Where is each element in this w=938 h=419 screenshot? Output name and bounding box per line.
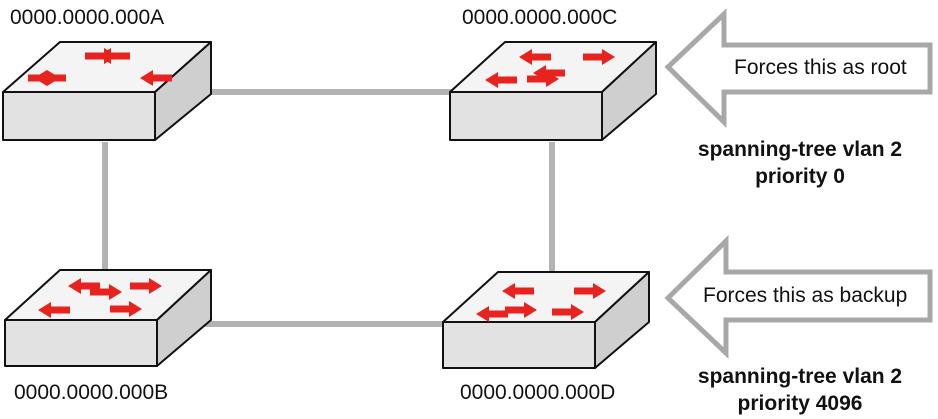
switch-c[interactable] — [449, 41, 657, 141]
switch-side — [156, 269, 212, 367]
switch-side — [154, 41, 212, 141]
switch-front — [442, 321, 596, 369]
root-command: spanning-tree vlan 2 priority 0 — [670, 136, 930, 190]
links — [102, 89, 555, 327]
callout-arrow-root — [664, 8, 933, 128]
mac-label-b: 0000.0000.000B — [14, 381, 169, 404]
root-command-line2: priority 0 — [755, 165, 845, 188]
root-command-line1: spanning-tree vlan 2 — [697, 138, 903, 161]
mac-label-d: 0000.0000.000D — [460, 381, 616, 404]
switch-front — [449, 91, 603, 141]
switch-side — [594, 271, 650, 369]
callout-arrow-backup — [664, 235, 933, 359]
callout-root-label: Forces this as root — [734, 56, 907, 79]
backup-command-line1: spanning-tree vlan 2 — [697, 365, 903, 388]
mac-label-a: 0000.0000.000A — [10, 6, 165, 29]
callout-backup-label: Forces this as backup — [703, 284, 908, 307]
backup-command: spanning-tree vlan 2 priority 4096 — [670, 363, 930, 417]
switch-d[interactable] — [442, 271, 650, 369]
switch-front — [2, 91, 156, 141]
switch-front — [4, 319, 158, 367]
switch-a[interactable] — [2, 41, 212, 141]
switch-side — [601, 41, 657, 141]
backup-command-line2: priority 4096 — [737, 392, 863, 415]
mac-label-c: 0000.0000.000C — [462, 6, 618, 29]
switch-b[interactable] — [4, 269, 212, 367]
